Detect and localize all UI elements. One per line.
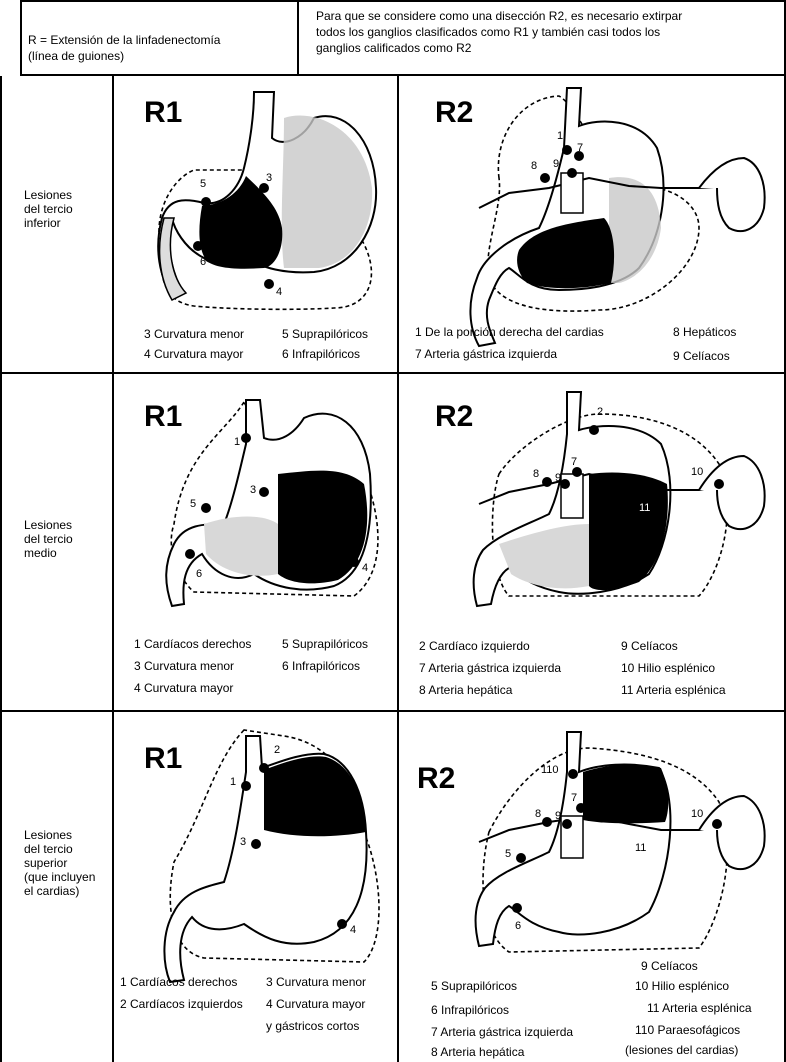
legend-item: 4 Curvatura mayor (144, 346, 243, 362)
panel-superior-r2: R2 110 7 8 9 10 5 11 6 9 Celíacos 5 Supr… (399, 712, 784, 1062)
legend-item: 8 Hepáticos (673, 324, 736, 340)
legend-item: 8 Arteria hepática (431, 1044, 524, 1060)
node-number: 9 (553, 158, 559, 170)
legend-item: 7 Arteria gástrica izquierda (431, 1024, 573, 1040)
header-left: R = Extensión de la linfadenectomía (lín… (28, 32, 220, 64)
header-left-line1: R = Extensión de la linfadenectomía (28, 32, 220, 48)
header-right-line1: Para que se considere como una disección… (316, 8, 776, 24)
legend-item: 1 Cardíacos derechos (120, 974, 237, 990)
node-number: 1 (230, 776, 236, 788)
legend-item: 6 Infrapilóricos (282, 658, 360, 674)
legend-item: 10 Hilio esplénico (635, 978, 729, 994)
legend-item: 9 Celíacos (673, 348, 730, 364)
legend-item: 5 Suprapilóricos (282, 636, 368, 652)
legend-item: 11 Arteria esplénica (647, 1000, 752, 1016)
node-number: 3 (250, 484, 256, 496)
legend-item: y gástricos cortos (266, 1018, 359, 1034)
legend-item: 4 Curvatura mayor (134, 680, 233, 696)
node-number: 2 (597, 406, 603, 418)
legend-item: 3 Curvatura menor (144, 326, 244, 342)
node-number: 5 (190, 498, 196, 510)
legend-item: 2 Cardíacos izquierdos (120, 996, 243, 1012)
node-number: 11 (639, 502, 650, 514)
node-number: 2 (274, 744, 280, 756)
node-number: 5 (505, 848, 511, 860)
legend-item: 8 Arteria hepática (419, 682, 512, 698)
node-number: 6 (196, 568, 202, 580)
grid-left-border (0, 76, 2, 1062)
row-label-inferior: Lesiones del tercio inferior (24, 188, 73, 230)
node-number: 4 (362, 562, 368, 574)
node-number: 7 (571, 456, 577, 468)
node-number: 1 (234, 436, 240, 448)
node-number: 8 (533, 468, 539, 480)
legend-item: (lesiones del cardias) (625, 1042, 738, 1058)
node-number: 7 (577, 142, 583, 154)
node-number: 7 (571, 792, 577, 804)
header-box: R = Extensión de la linfadenectomía (lín… (20, 0, 786, 76)
legend-item: 3 Curvatura menor (134, 658, 234, 674)
node-number: 9 (555, 810, 561, 822)
legend-item: 5 Suprapilóricos (282, 326, 368, 342)
node-number: 3 (240, 836, 246, 848)
node-number: 9 (555, 472, 561, 484)
legend-item: 1 Cardíacos derechos (134, 636, 251, 652)
row-label-medio: Lesiones del tercio medio (24, 518, 73, 560)
node-number: 10 (691, 466, 703, 478)
node-number: 110 (541, 764, 559, 776)
panel-medio-r2: R2 2 7 8 9 10 11 2 Cardíaco izquierdo 9 … (399, 374, 784, 710)
panel-inferior-r1: R1 5 3 6 4 3 Curvatura menor 5 Suprapiló… (114, 78, 397, 372)
legend-item: 1 De la porción derecha del cardias (415, 324, 604, 340)
panel-inferior-r2: R2 1 7 8 9 1 De la porción derecha del c… (399, 78, 784, 372)
legend-item: 9 Celíacos (641, 958, 698, 974)
node-number: 8 (535, 808, 541, 820)
legend-item: 5 Suprapilóricos (431, 978, 517, 994)
legend-item: 3 Curvatura menor (266, 974, 366, 990)
legend-item: 6 Infrapilóricos (282, 346, 360, 362)
legend-item: 6 Infrapilóricos (431, 1002, 509, 1018)
legend-item: 4 Curvatura mayor (266, 996, 365, 1012)
node-number: 3 (266, 172, 272, 184)
row-label-superior: Lesiones del tercio superior (que incluy… (24, 828, 95, 898)
node-number: 11 (635, 842, 646, 854)
node-number: 4 (276, 286, 282, 298)
panel-medio-r1: R1 1 3 5 6 4 1 Cardíacos derechos 5 Supr… (114, 374, 397, 710)
header-right-line2: todos los ganglios clasificados como R1 … (316, 24, 776, 40)
node-number: 4 (350, 924, 356, 936)
header-divider (297, 2, 299, 76)
legend-item: 9 Celíacos (621, 638, 678, 654)
legend-item: 7 Arteria gástrica izquierda (415, 346, 557, 362)
node-number: 5 (200, 178, 206, 190)
legend-item: 110 Paraesofágicos (635, 1022, 740, 1038)
header-right: Para que se considere como una disección… (316, 8, 776, 56)
legend-item: 7 Arteria gástrica izquierda (419, 660, 561, 676)
legend-item: 10 Hilio esplénico (621, 660, 715, 676)
header-left-line2: (línea de guiones) (28, 48, 220, 64)
panel-superior-r1: R1 2 1 3 4 1 Cardíacos derechos 3 Curvat… (114, 712, 397, 1062)
node-number: 6 (515, 920, 521, 932)
legend-item: 11 Arteria esplénica (621, 682, 726, 698)
node-number: 10 (691, 808, 703, 820)
node-number: 1 (557, 130, 563, 142)
node-number: 8 (531, 160, 537, 172)
legend-item: 2 Cardíaco izquierdo (419, 638, 530, 654)
header-right-line3: ganglios calificados como R2 (316, 40, 776, 56)
node-number: 6 (200, 256, 206, 268)
